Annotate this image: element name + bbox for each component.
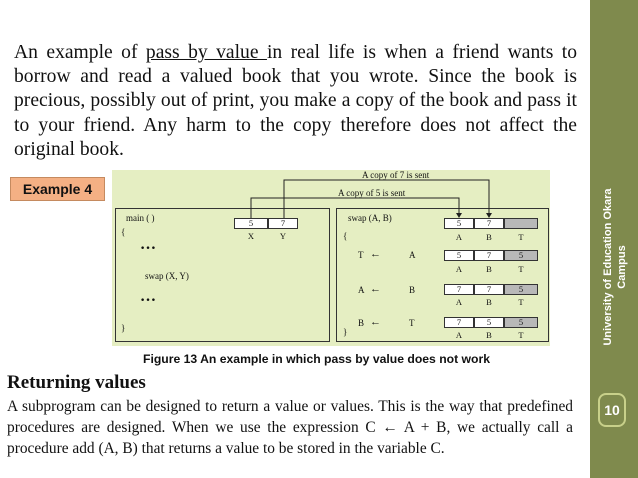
main-open-brace: { — [121, 227, 126, 237]
main-close-brace: } — [121, 323, 126, 333]
swap-open-brace: { — [343, 231, 348, 241]
main-header: main ( ) — [126, 213, 155, 223]
page-number-badge: 10 — [598, 393, 626, 427]
copy-arrows — [250, 179, 492, 218]
swap-row-2-label-b: B — [486, 297, 492, 307]
main-label-x: X — [247, 231, 255, 241]
swap-row-3-arrow: ← — [370, 316, 381, 328]
institution-name: University of Education Okara Campus — [597, 152, 633, 382]
swap-row-1-label-t: T — [518, 264, 524, 274]
main-ellipsis-2: … — [140, 288, 157, 305]
swap-row-2-label-t: T — [518, 297, 524, 307]
intro-underlined-term: pass by value — [145, 42, 267, 63]
section-body: A subprogram can be designed to return a… — [7, 398, 573, 457]
swap-row-1-target: T — [358, 250, 364, 260]
institution-line-2: Campus — [616, 245, 628, 288]
example-label: Example 4 — [10, 177, 105, 201]
swap-row-2-cell-t: 5 — [504, 284, 538, 295]
figure-diagram: main ( ) { … swap (X, Y) … } 5 7 X Y swa… — [112, 170, 550, 346]
main-program-box — [115, 208, 330, 342]
swap-row-3-label-t: T — [518, 330, 524, 340]
arrow-copy-5-head — [456, 213, 462, 218]
arrow-copy-7 — [283, 179, 490, 218]
swap-header-label-t: T — [518, 232, 524, 242]
page-number: 10 — [604, 402, 620, 418]
swap-header-cell-t — [504, 218, 538, 229]
institution-line-1: University of Education Okara — [602, 188, 614, 346]
swap-header-cell-a: 5 — [444, 218, 474, 229]
swap-row-2-cell-a: 7 — [444, 284, 474, 295]
swap-row-3-cell-a: 7 — [444, 317, 474, 328]
intro-text-after: in real life is when a friend wants to b… — [14, 42, 577, 160]
swap-header-label-b: B — [486, 232, 492, 242]
swap-row-2-target: A — [358, 285, 365, 295]
swap-row-3-label-a: A — [455, 330, 463, 340]
swap-row-1-source: A — [409, 250, 416, 260]
swap-row-1-cell-t: 5 — [504, 250, 538, 261]
swap-row-1-cell-b: 7 — [474, 250, 504, 261]
swap-header: swap (A, B) — [348, 213, 392, 223]
swap-row-1-label-b: B — [486, 264, 492, 274]
arrow-copy-5 — [250, 197, 460, 218]
swap-row-2-cell-b: 7 — [474, 284, 504, 295]
main-ellipsis-1: … — [140, 236, 157, 253]
swap-subprogram-box — [336, 208, 549, 342]
swap-row-2-source: B — [409, 285, 416, 295]
swap-row-3-cell-t: 5 — [504, 317, 538, 328]
main-cell-x: 5 — [234, 218, 268, 229]
arrow-label-copy-7: A copy of 7 is sent — [362, 170, 430, 180]
main-label-y: Y — [279, 231, 287, 241]
swap-row-2-arrow: ← — [370, 283, 381, 295]
swap-row-2-label-a: A — [455, 297, 463, 307]
intro-paragraph: An example of pass by value in real life… — [14, 41, 577, 162]
section-heading: Returning values — [7, 372, 146, 393]
swap-row-1-arrow: ← — [370, 248, 381, 260]
swap-row-1-label-a: A — [455, 264, 463, 274]
swap-row-3-label-b: B — [486, 330, 492, 340]
main-swap-call: swap (X, Y) — [145, 271, 189, 281]
swap-row-3-source: T — [409, 318, 415, 328]
arrow-label-copy-5: A copy of 5 is sent — [338, 188, 406, 198]
arrow-copy-7-head — [486, 213, 492, 218]
intro-text-before: An example of — [14, 42, 146, 63]
swap-row-1-cell-a: 5 — [444, 250, 474, 261]
figure-caption: Figure 13 An example in which pass by va… — [143, 352, 490, 366]
main-cell-y: 7 — [268, 218, 298, 229]
swap-close-brace: } — [343, 327, 348, 337]
swap-header-cell-b: 7 — [474, 218, 504, 229]
swap-row-3-cell-b: 5 — [474, 317, 504, 328]
swap-header-label-a: A — [455, 232, 463, 242]
swap-row-3-target: B — [358, 318, 365, 328]
